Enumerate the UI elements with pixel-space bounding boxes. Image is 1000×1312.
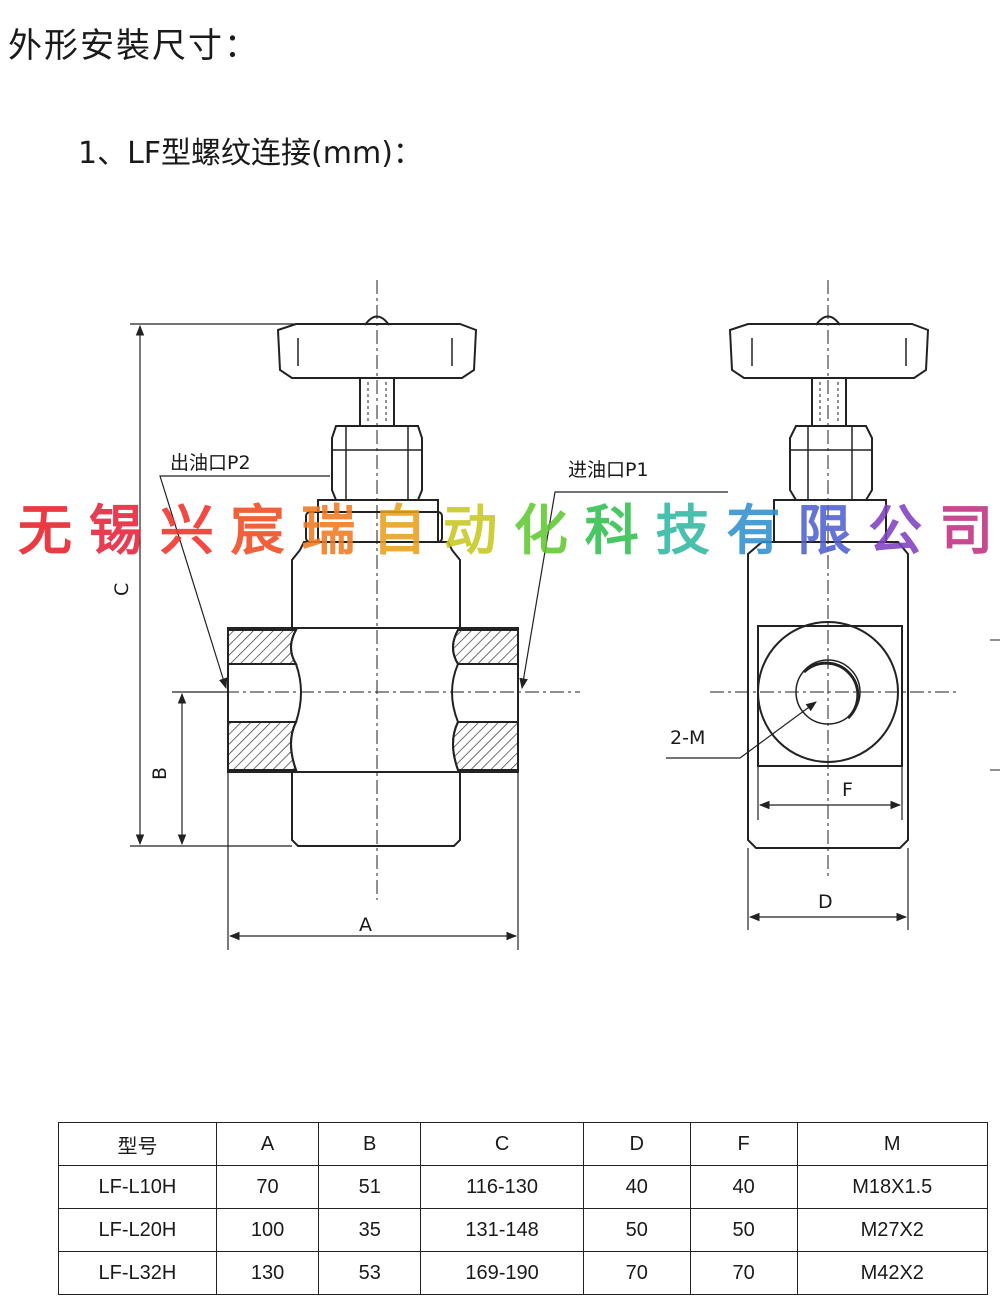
drawing-labels: 出油口P2 进油口P1 C B A F D 2-M: [111, 452, 853, 936]
cell-model: LF-L20H: [58, 1208, 217, 1252]
port-block: [227, 627, 519, 773]
side-handwheel: [728, 323, 930, 379]
cell-a: 100: [215, 1208, 320, 1252]
cell-d: 40: [582, 1165, 691, 1209]
col-m-header: M: [796, 1122, 989, 1166]
cell-c: 131-148: [420, 1208, 584, 1252]
inlet-label: 进油口P1: [568, 459, 649, 481]
cell-model: LF-L10H: [58, 1165, 217, 1209]
cell-f: 50: [689, 1208, 798, 1252]
table-header-row: 型号 A B C D F M: [58, 1122, 989, 1166]
section-subtitle: 1、LF型螺纹连接(mm)：: [78, 136, 423, 171]
table-row: LF-L10H 70 51 116-130 40 40 M18X1.5: [58, 1165, 989, 1209]
cell-f: 70: [689, 1251, 798, 1295]
cell-m: M27X2: [796, 1208, 989, 1252]
dim-f-label: F: [842, 779, 853, 801]
cell-f: 40: [689, 1165, 798, 1209]
front-dimensions: [130, 323, 728, 950]
table-row: LF-L20H 100 35 131-148 50 50 M27X2: [58, 1208, 989, 1252]
valve-body: [291, 541, 461, 629]
cell-m: M18X1.5: [796, 1165, 989, 1209]
col-b-header: B: [318, 1122, 422, 1166]
valve-dimension-drawing: 出油口P2 进油口P1 C B A F D 2-M: [111, 280, 1000, 950]
cell-d: 70: [582, 1251, 691, 1295]
cell-c: 169-190: [420, 1251, 584, 1295]
side-dimensions: [666, 639, 1000, 930]
cell-m: M42X2: [796, 1251, 989, 1295]
outlet-label: 出油口P2: [170, 452, 251, 474]
cell-a: 130: [215, 1251, 320, 1295]
thread-label: 2-M: [670, 727, 705, 749]
cell-b: 51: [318, 1165, 422, 1209]
handwheel: [276, 323, 478, 379]
cell-c: 116-130: [420, 1165, 584, 1209]
side-body: [747, 541, 909, 849]
cell-b: 53: [318, 1251, 422, 1295]
dimension-table: 型号 A B C D F M LF-L10H 70 51 116-130 40 …: [58, 1122, 989, 1295]
dim-a-label: A: [359, 914, 372, 936]
col-c-header: C: [420, 1122, 584, 1166]
cell-b: 35: [318, 1208, 422, 1252]
col-d-header: D: [582, 1122, 691, 1166]
dim-d-label: D: [818, 891, 833, 913]
cell-a: 70: [215, 1165, 320, 1209]
front-view: [175, 280, 580, 900]
side-view: [710, 280, 960, 880]
table-row: LF-L32H 130 53 169-190 70 70 M42X2: [58, 1251, 989, 1295]
thread-port: [795, 659, 861, 725]
col-f-header: F: [689, 1122, 798, 1166]
dim-c-label: C: [111, 583, 133, 596]
cell-d: 50: [582, 1208, 691, 1252]
col-model-header: 型号: [58, 1122, 217, 1166]
cell-model: LF-L32H: [58, 1251, 217, 1295]
col-a-header: A: [215, 1122, 320, 1166]
page-title: 外形安裝尺寸：: [8, 26, 260, 66]
dim-b-label: B: [149, 767, 171, 780]
